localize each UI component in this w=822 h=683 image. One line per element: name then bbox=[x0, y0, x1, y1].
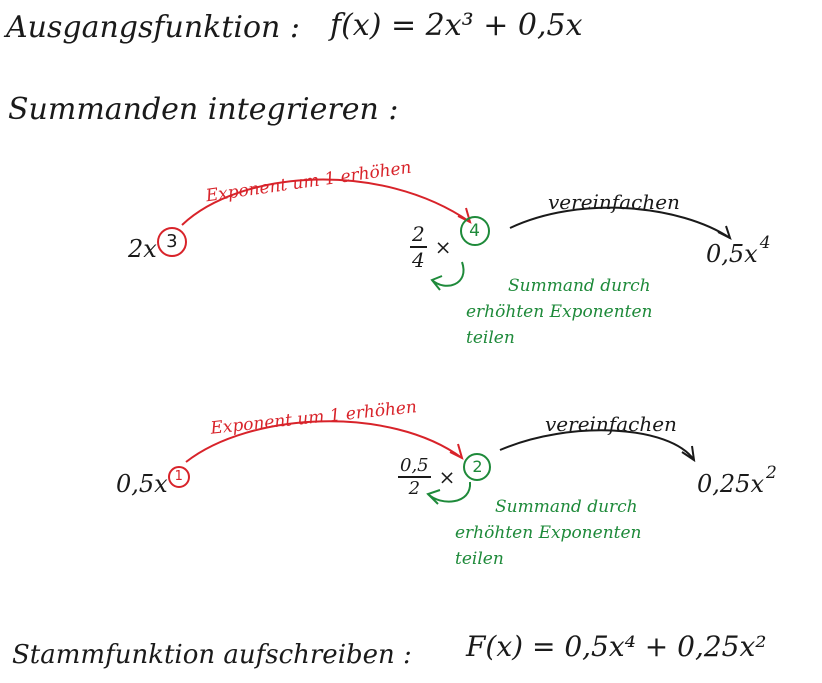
fraction-2: 0,5 2 bbox=[398, 455, 431, 499]
note-block-1: Summand durch erhöhten Exponenten teilen bbox=[466, 273, 652, 351]
antiderivative-formula: F(x) = 0,5x⁴ + 0,25x² bbox=[466, 630, 767, 663]
result-coef-1: 0,5x bbox=[706, 240, 758, 268]
green-curl-2-head bbox=[426, 489, 441, 505]
black-arrow-1 bbox=[509, 206, 731, 239]
start-exponent-1: 3 bbox=[156, 227, 187, 257]
new-exponent-1: 4 bbox=[459, 216, 490, 246]
start-exponent-2: 1 bbox=[167, 466, 190, 488]
note-block-2: Summand durch erhöhten Exponenten teilen bbox=[455, 494, 641, 572]
red-arrow-2 bbox=[185, 420, 463, 463]
original-function-formula: f(x) = 2x³ + 0,5x bbox=[330, 8, 583, 43]
new-exponent-2: 2 bbox=[463, 453, 492, 481]
integrate-summands-label: Summanden integrieren : bbox=[8, 92, 399, 127]
result-exponent-1: 4 bbox=[759, 233, 771, 253]
fraction-denominator-2: 2 bbox=[408, 478, 421, 499]
simplify-label-2: vereinfachen bbox=[545, 412, 677, 436]
fraction-denominator-1: 4 bbox=[412, 248, 425, 272]
result-coef-2: 0,25x bbox=[697, 470, 764, 498]
note-line-2a: Summand durch bbox=[495, 497, 638, 517]
antiderivative-label: Stammfunktion aufschreiben : bbox=[12, 640, 412, 670]
intermediate-term-1: 2 4 × 4 bbox=[410, 216, 490, 272]
red-arrow-1 bbox=[181, 178, 471, 226]
original-function-label: Ausgangsfunktion : bbox=[6, 10, 300, 45]
black-arrow-2 bbox=[499, 429, 695, 461]
intermediate-term-2: 0,5 2 × 2 bbox=[398, 453, 492, 499]
fraction-numerator-1: 2 bbox=[410, 222, 427, 248]
fraction-numerator-2: 0,5 bbox=[398, 455, 431, 478]
result-exponent-2: 2 bbox=[765, 463, 777, 483]
black-arrow-2-head bbox=[681, 445, 696, 463]
note-line-2b: erhöhten Exponenten bbox=[455, 523, 642, 543]
green-curl-1-head bbox=[430, 275, 443, 291]
note-line-1b: erhöhten Exponenten bbox=[466, 302, 653, 322]
note-line-1a: Summand durch bbox=[508, 276, 651, 296]
times-sign-1: × bbox=[434, 235, 452, 259]
note-line-1c: teilen bbox=[466, 328, 515, 348]
note-line-2c: teilen bbox=[455, 549, 504, 569]
start-coef-1: 2x bbox=[128, 235, 157, 263]
times-sign-2: × bbox=[438, 465, 456, 489]
start-coef-2: 0,5x bbox=[116, 470, 168, 498]
fraction-1: 2 4 bbox=[410, 222, 427, 272]
red-arrow-2-head bbox=[449, 443, 464, 460]
green-curl-1 bbox=[431, 261, 465, 287]
black-arrow-1-head bbox=[717, 225, 732, 240]
simplify-label-1: vereinfachen bbox=[548, 190, 680, 214]
